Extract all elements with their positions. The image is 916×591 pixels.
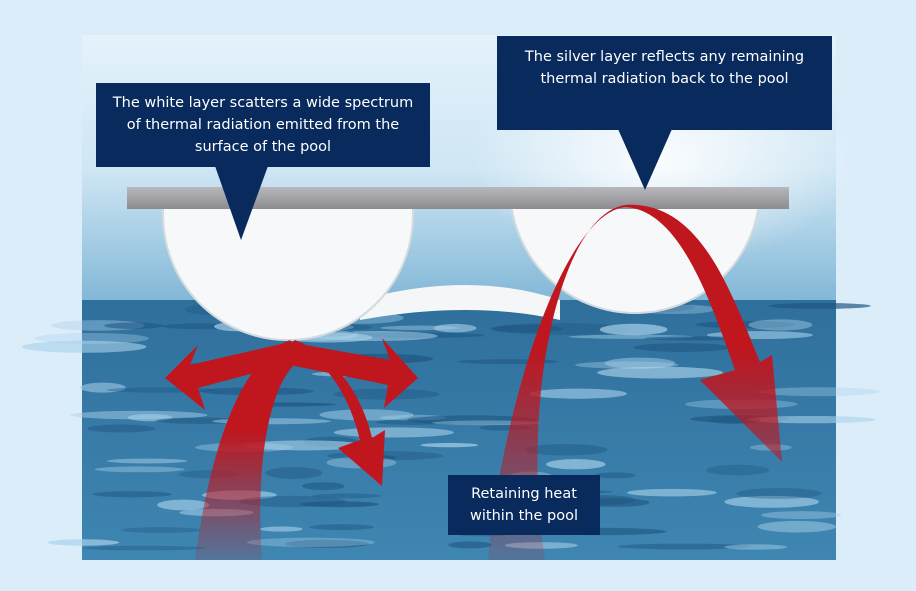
wave-streak <box>120 527 202 533</box>
wave-streak <box>104 322 163 329</box>
wave-streak <box>106 458 188 464</box>
wave-streak <box>546 459 606 470</box>
wave-streak <box>757 520 836 533</box>
white-callout-pointer <box>215 166 268 240</box>
wave-streak <box>83 545 206 551</box>
wave-streak <box>597 366 723 379</box>
silver-layer-text: The silver layer reflects any remaining … <box>524 49 805 87</box>
wave-streak <box>246 537 376 547</box>
wave-streak <box>244 440 366 451</box>
wave-streak <box>448 541 492 549</box>
wave-streak <box>309 524 375 531</box>
wave-streak <box>524 444 608 456</box>
silver-layer <box>127 187 789 209</box>
wave-streak <box>493 323 632 335</box>
wave-streak <box>22 340 147 353</box>
wave-streak <box>768 302 871 309</box>
wave-streak <box>748 319 813 331</box>
wave-streak <box>736 488 822 499</box>
wave-streak <box>406 415 537 425</box>
wave-streak <box>761 511 842 520</box>
silver-layer-callout: The silver layer reflects any remaining … <box>497 36 832 130</box>
retaining-heat-text: Retaining heat within the pool <box>470 486 578 524</box>
wave-streak <box>375 419 454 425</box>
wave-streak <box>301 482 345 491</box>
white-layer <box>162 209 760 341</box>
wave-streak <box>47 539 120 546</box>
wave-streak <box>260 526 303 532</box>
wave-streak <box>87 424 156 433</box>
wave-streak <box>626 488 718 497</box>
wave-streak <box>285 539 369 548</box>
wave-streak <box>420 442 479 448</box>
wave-streak <box>79 382 126 393</box>
wave-streak <box>333 427 454 438</box>
wave-streak <box>575 361 679 369</box>
white-layer-callout: The white layer scatters a wide spectrum… <box>96 83 430 167</box>
wave-streak <box>311 493 382 499</box>
wave-streak <box>604 357 676 369</box>
wave-streak <box>239 495 346 508</box>
wave-streak <box>94 466 185 473</box>
wave-streak <box>92 491 173 498</box>
wave-streak <box>706 464 770 476</box>
wave-streak <box>70 410 208 420</box>
wave-streak <box>319 409 414 421</box>
wave-streak <box>724 495 819 508</box>
wave-streak <box>34 332 149 344</box>
wave-streak <box>529 388 628 399</box>
reflect-arrow <box>488 204 782 560</box>
wave-streak <box>746 415 876 424</box>
retaining-heat-callout: Retaining heat within the pool <box>448 475 600 535</box>
wave-streak <box>299 501 379 508</box>
wave-streak <box>758 387 880 397</box>
wave-streak <box>633 343 731 352</box>
wave-streak <box>594 472 636 479</box>
white-layer-text: The white layer scatters a wide spectrum… <box>112 95 414 155</box>
wave-streak <box>157 499 210 511</box>
silver-callout-pointer <box>618 129 672 190</box>
wave-streak <box>599 323 668 336</box>
wave-streak <box>265 467 323 479</box>
wave-streak <box>433 323 477 333</box>
wave-streak <box>617 543 751 550</box>
wave-streak <box>724 544 788 550</box>
scatter-arrow <box>165 338 418 560</box>
